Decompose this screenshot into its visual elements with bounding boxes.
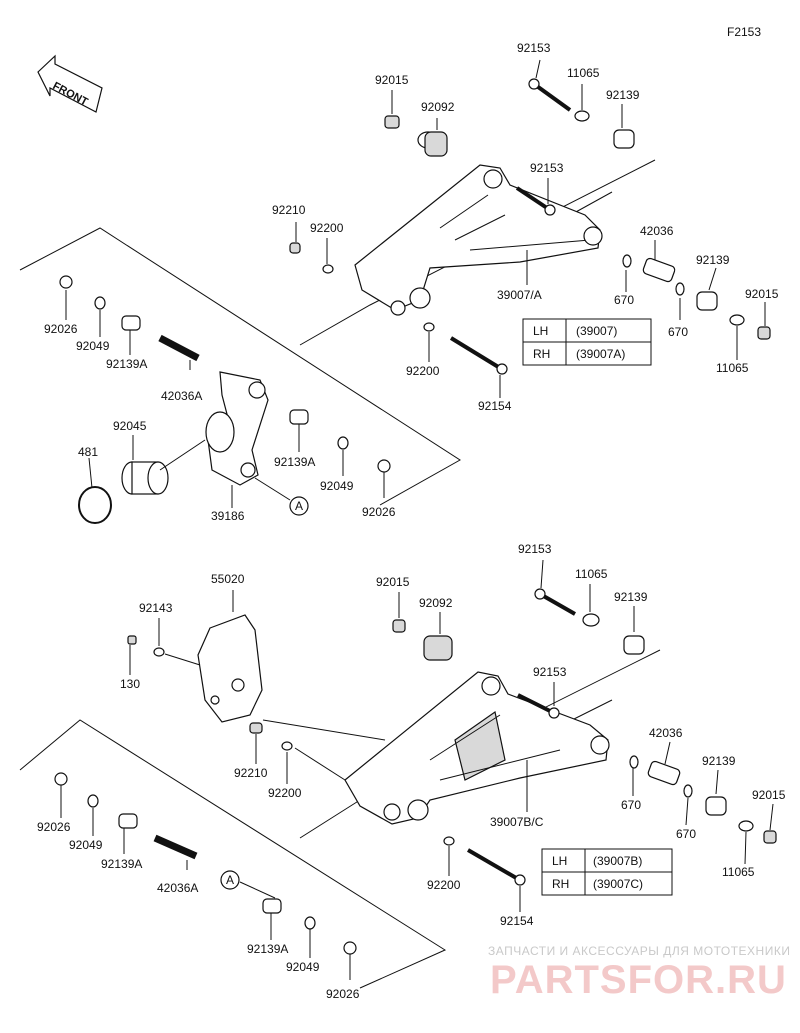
lower-assembly: 55020 92143 130 92015 92092 92153 11065 …: [19, 542, 786, 1001]
label-92139A: 92139A: [101, 857, 142, 871]
label-92153: 92153: [530, 161, 564, 175]
label-92139: 92139: [702, 754, 736, 768]
label-39007: 39007/A: [497, 288, 542, 302]
label-92139: 92139: [614, 590, 648, 604]
table-side: RH: [533, 347, 550, 361]
label-reference-a: A: [295, 499, 303, 513]
label-92026: 92026: [326, 987, 360, 1001]
front-arrow-icon: FRONT: [37, 54, 103, 113]
label-670: 670: [614, 293, 634, 307]
label-42036: 42036: [649, 726, 683, 740]
bearing-92045: [121, 461, 169, 495]
label-92026: 92026: [37, 820, 71, 834]
upper-small-parts: [59, 78, 771, 473]
upper-lh-rh-table: LH (39007) RH (39007A): [522, 318, 652, 366]
label-92015: 92015: [745, 287, 779, 301]
label-92049: 92049: [69, 838, 103, 852]
label-42036: 42036: [640, 224, 674, 238]
lower-lh-rh-table: LH (39007B) RH (39007C): [541, 848, 673, 896]
reference-circle: [220, 870, 240, 890]
label-11065: 11065: [567, 66, 600, 80]
label-670: 670: [676, 827, 696, 841]
swing-arm-39007: [354, 164, 603, 316]
label-92139A: 92139A: [106, 357, 147, 371]
label-92200: 92200: [310, 221, 344, 235]
upper-assembly: 92015 92092 92153 11065 92139 92153 9221…: [19, 41, 779, 524]
label-92200: 92200: [268, 786, 302, 800]
label-92139: 92139: [696, 253, 730, 267]
label-670: 670: [621, 798, 641, 812]
watermark: ЗАПЧАСТИ И АКСЕССУАРЫ ДЛЯ МОТОТЕХНИКИ PA…: [488, 944, 790, 1002]
label-92153: 92153: [533, 665, 567, 679]
label-92139A: 92139A: [274, 455, 315, 469]
label-92026: 92026: [362, 505, 396, 519]
label-92200: 92200: [406, 364, 440, 378]
label-92139: 92139: [606, 88, 640, 102]
label-92200: 92200: [427, 878, 461, 892]
label-55020: 55020: [211, 572, 245, 586]
label-11065: 11065: [722, 865, 755, 879]
table-part: (39007A): [576, 347, 625, 361]
label-92092: 92092: [419, 596, 453, 610]
label-92049: 92049: [286, 960, 320, 974]
guard-55020: [197, 614, 263, 723]
table-side: RH: [552, 877, 569, 891]
upper-leader-lines: [65, 59, 766, 508]
label-39186: 39186: [211, 509, 245, 523]
circlip-481: [78, 486, 112, 524]
table-part: (39007): [576, 324, 617, 338]
label-92015: 92015: [752, 788, 786, 802]
label-92210: 92210: [234, 766, 268, 780]
reference-circle: [289, 496, 309, 516]
label-92049: 92049: [76, 339, 110, 353]
table-part: (39007C): [593, 877, 643, 891]
label-92092: 92092: [421, 100, 455, 114]
swing-arm-39007bc: [344, 671, 610, 825]
label-42036A: 42036A: [161, 389, 202, 403]
label-92143: 92143: [139, 601, 173, 615]
figure-id: F2153: [727, 25, 761, 39]
label-92153: 92153: [518, 542, 552, 556]
knuckle-39186: [205, 371, 269, 486]
table-side: LH: [552, 854, 567, 868]
watermark-tagline: ЗАПЧАСТИ И АКСЕССУАРЫ ДЛЯ МОТОТЕХНИКИ: [488, 944, 790, 958]
label-11065: 11065: [575, 567, 608, 581]
label-92015: 92015: [376, 575, 410, 589]
table-part: (39007B): [593, 854, 642, 868]
lower-labels: 55020 92143 130 92015 92092 92153 11065 …: [37, 542, 786, 1001]
label-92210: 92210: [272, 203, 306, 217]
table-side: LH: [533, 324, 548, 338]
lower-small-parts: [54, 588, 777, 955]
watermark-logo: PARTSFOR.RU: [490, 958, 787, 1002]
label-92153: 92153: [517, 41, 551, 55]
lower-leader-lines: [60, 559, 774, 980]
upper-labels: 92015 92092 92153 11065 92139 92153 9221…: [44, 41, 779, 523]
label-92015: 92015: [375, 73, 409, 87]
label-92139A: 92139A: [247, 942, 288, 956]
label-481: 481: [78, 445, 98, 459]
label-reference-a: A: [226, 873, 234, 887]
label-92045: 92045: [113, 419, 147, 433]
label-42036A: 42036A: [157, 881, 198, 895]
label-92049: 92049: [320, 479, 354, 493]
label-92154: 92154: [478, 399, 512, 413]
label-92026: 92026: [44, 322, 78, 336]
label-92154: 92154: [500, 914, 534, 928]
label-130: 130: [120, 677, 140, 691]
label-670: 670: [668, 325, 688, 339]
label-11065: 11065: [716, 361, 749, 375]
label-39007bc: 39007B/C: [490, 815, 544, 829]
